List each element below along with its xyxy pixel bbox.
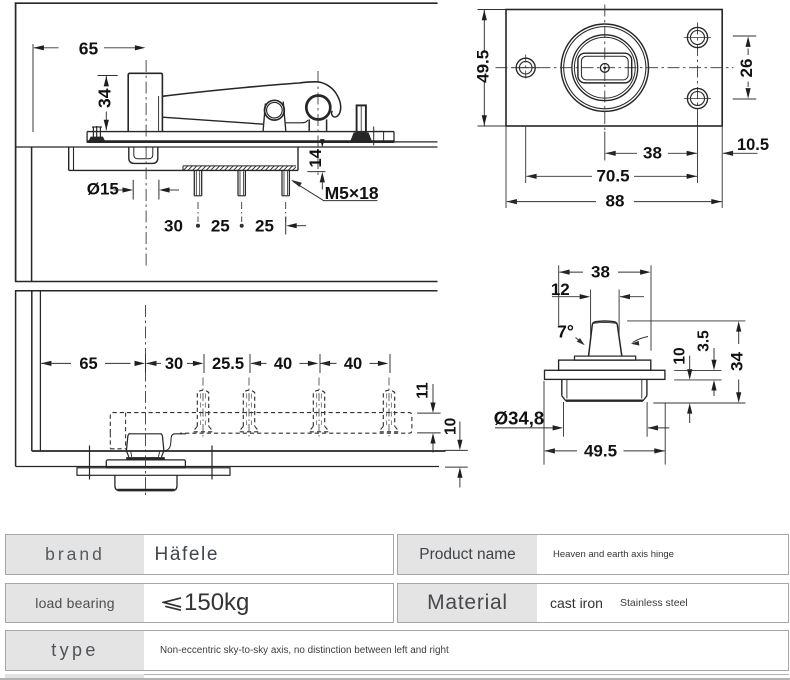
svg-text:70.5: 70.5: [596, 166, 629, 185]
svg-text:25.5: 25.5: [212, 355, 244, 373]
svg-text:10: 10: [442, 418, 459, 435]
svg-text:10: 10: [672, 347, 689, 364]
svg-text:34: 34: [95, 88, 115, 108]
svg-text:10.5: 10.5: [737, 136, 769, 154]
svg-text:65: 65: [79, 38, 99, 58]
svg-text:Ø15: Ø15: [87, 180, 119, 199]
svg-text:88: 88: [606, 192, 625, 211]
svg-text:49.5: 49.5: [584, 442, 617, 461]
svg-text:40: 40: [344, 355, 362, 373]
svg-text:25: 25: [211, 217, 230, 236]
svg-text:40: 40: [274, 355, 292, 373]
svg-text:14: 14: [307, 148, 325, 167]
svg-text:49.5: 49.5: [473, 50, 492, 83]
svg-text:11: 11: [415, 382, 432, 399]
svg-text:34: 34: [728, 352, 747, 371]
svg-text:38: 38: [591, 263, 610, 282]
svg-text:30: 30: [165, 355, 183, 373]
svg-text:Ø34,8: Ø34,8: [494, 407, 544, 428]
svg-text:30: 30: [164, 217, 183, 236]
svg-text:3.5: 3.5: [696, 330, 713, 352]
svg-text:38: 38: [643, 143, 662, 162]
svg-text:M5×18: M5×18: [325, 183, 379, 203]
svg-text:26: 26: [737, 59, 756, 78]
svg-text:12: 12: [551, 280, 570, 299]
svg-text:65: 65: [79, 355, 97, 373]
svg-text:25: 25: [255, 217, 274, 236]
svg-text:7°: 7°: [557, 321, 574, 341]
